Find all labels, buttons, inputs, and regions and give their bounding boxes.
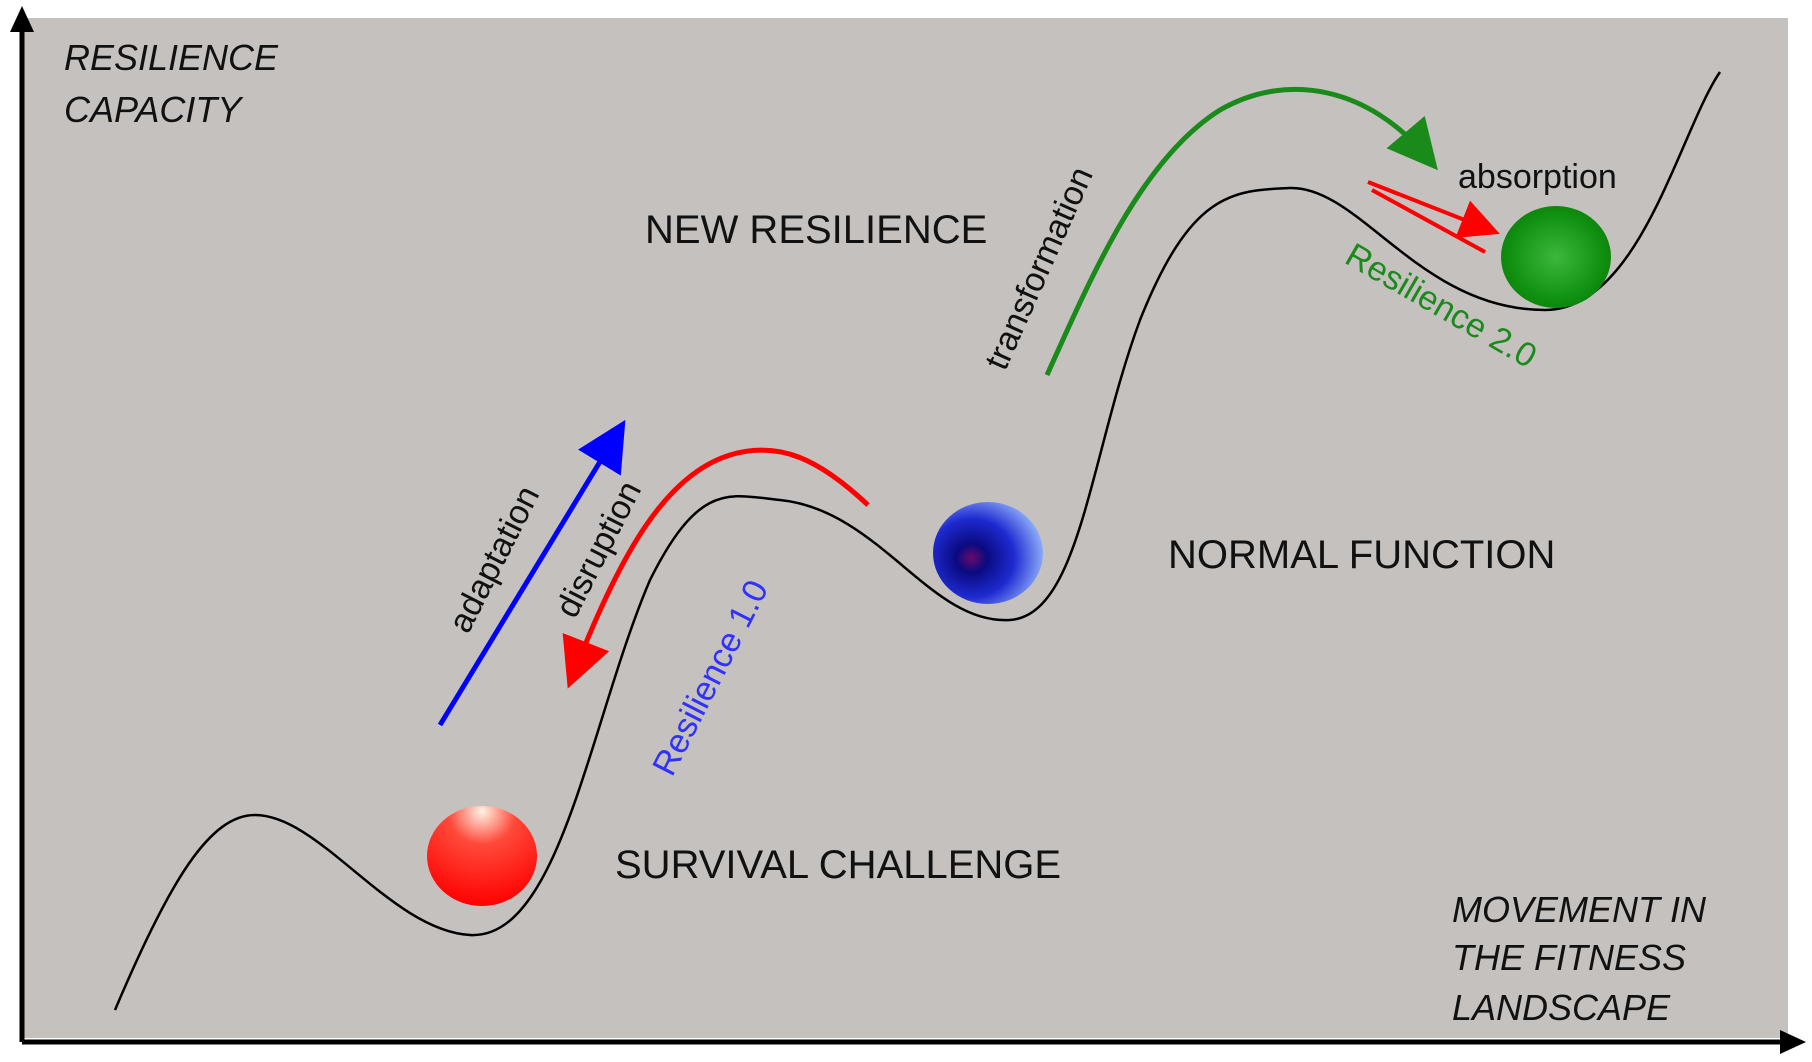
x-axis-label-line-2: THE FITNESS (1452, 937, 1686, 978)
survival-challenge-label: SURVIVAL CHALLENGE (615, 843, 1061, 887)
green-ball (1501, 206, 1611, 308)
new-resilience-label: NEW RESILIENCE (645, 208, 987, 252)
absorption-arrows (1367, 180, 1500, 254)
red-ball (427, 806, 537, 906)
disruption-arrow (562, 447, 870, 689)
diagram-background (20, 18, 1788, 1038)
fitness-landscape-curve (113, 71, 1722, 1011)
y-axis (10, 6, 34, 1042)
transformation-arrow (1044, 87, 1438, 377)
absorption-label: absorption (1458, 158, 1617, 196)
y-axis-label-line-1: RESILIENCE (64, 37, 279, 78)
y-axis-label-line-2: CAPACITY (64, 89, 244, 130)
blue-ball (933, 502, 1043, 604)
normal-function-label: NORMAL FUNCTION (1168, 533, 1555, 577)
x-axis-label-line-1: MOVEMENT IN (1452, 889, 1707, 930)
x-axis-label-line-3: LANDSCAPE (1452, 987, 1671, 1028)
adaptation-arrow (437, 419, 626, 727)
x-axis (22, 1030, 1806, 1054)
